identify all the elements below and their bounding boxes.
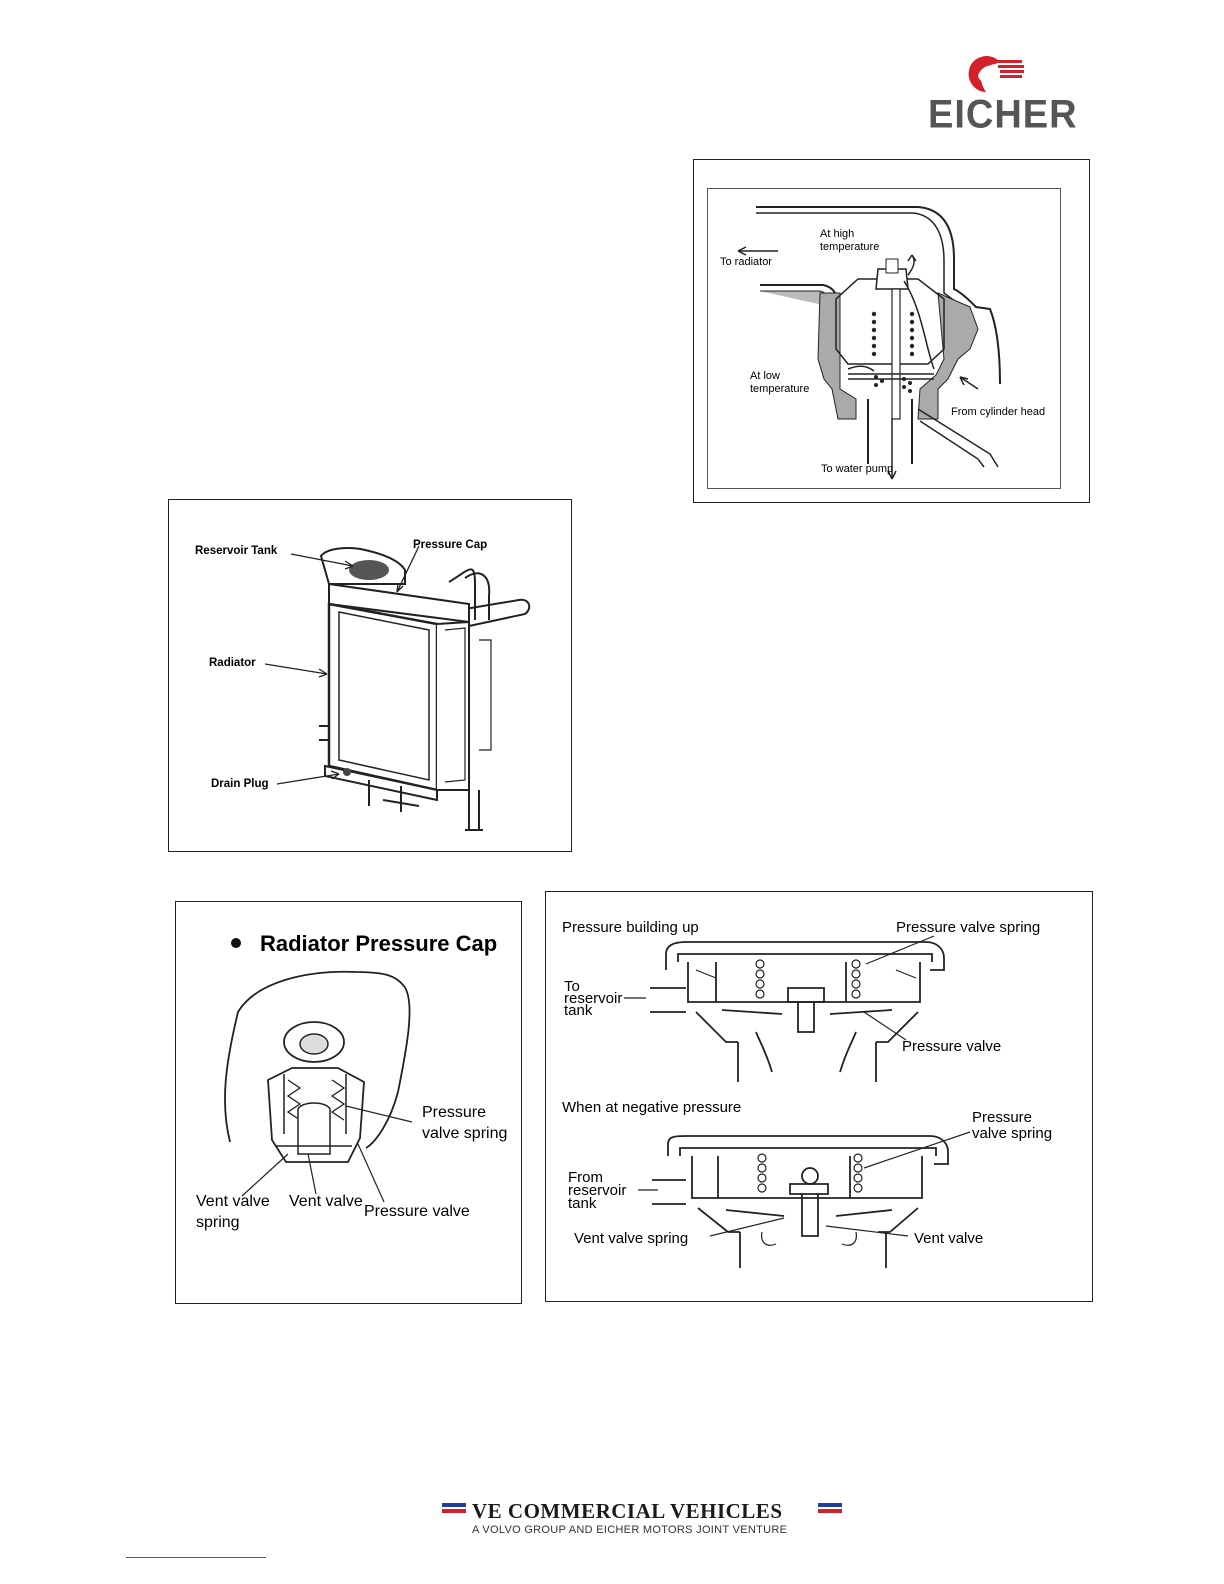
bullet-icon [231,938,241,948]
top-to-label-3: tank [564,1002,593,1019]
drain-plug-label: Drain Plug [211,778,269,790]
bottom-vent-valve-label: Vent valve [914,1230,983,1247]
bottom-pressure-valve-spring-label-2: valve spring [972,1125,1052,1142]
negative-pressure-heading: When at negative pressure [562,1099,741,1116]
logo-text: EICHER [928,92,1078,138]
at-low-temp-label-1: At low [750,370,780,382]
top-pressure-valve-spring-label: Pressure valve spring [896,919,1040,936]
top-to-label-2: reservoir [564,990,622,1007]
footer-brand: VE COMMERCIAL VEHICLES [472,1499,783,1523]
to-radiator-label: To radiator [720,256,772,268]
pressure-valve-spring-label-1: Pressure [422,1104,486,1121]
radiator-figure: Reservoir Tank Pressure Cap Radiator Dra… [168,499,572,852]
footer-tagline: A VOLVO GROUP AND EICHER MOTORS JOINT VE… [472,1524,788,1536]
from-cylinder-head-label: From cylinder head [951,406,1045,418]
thermostat-figure: To radiator At high temperature At low t… [693,159,1090,503]
vent-valve-label: Vent valve [289,1193,363,1210]
radiator-label: Radiator [209,657,256,669]
at-high-temp-label-1: At high [820,228,854,240]
flag-right-icon [818,1503,842,1517]
flag-left-icon [442,1503,466,1517]
cap-operation-drawing: Pressure building up Pressure valve spri… [562,919,1052,1268]
bottom-vent-valve-spring-label: Vent valve spring [574,1230,688,1247]
eicher-horse-emblem-icon [968,56,1024,92]
pressure-valve-label: Pressure valve [364,1203,470,1220]
thermostat-drawing: To radiator At high temperature At low t… [720,206,1045,480]
reservoir-tank-label: Reservoir Tank [195,545,278,557]
pressure-building-heading: Pressure building up [562,919,699,936]
cap-operation-figure: Pressure building up Pressure valve spri… [545,891,1093,1302]
pressure-cap-drawing: Radiator Pressure Cap Pressure valve spr… [196,931,507,1231]
radiator-drawing: Reservoir Tank Pressure Cap Radiator Dra… [195,539,531,831]
footnote-separator [126,1557,266,1558]
bottom-pressure-valve-spring-label-1: Pressure [972,1109,1032,1126]
vent-valve-spring-label-1: Vent valve [196,1193,270,1210]
top-to-label-1: To [564,978,580,995]
at-high-temp-label-2: temperature [820,241,879,253]
cap-bottom-drawing [652,1135,949,1268]
vent-valve-spring-label-2: spring [196,1214,240,1231]
to-water-pump-label: To water pump [821,463,893,475]
bottom-from-label-3: tank [568,1195,597,1212]
cap-top-drawing [650,941,945,1082]
pressure-cap-label: Pressure Cap [413,539,487,551]
pressure-valve-spring-label-2: valve spring [422,1125,507,1142]
thermostat-inner-frame: To radiator At high temperature At low t… [707,188,1061,489]
at-low-temp-label-2: temperature [750,383,809,395]
top-pressure-valve-label: Pressure valve [902,1038,1001,1055]
bottom-from-label-2: reservoir [568,1182,626,1199]
pressure-cap-figure: Radiator Pressure Cap Pressure valve spr… [175,901,522,1304]
pressure-cap-title: Radiator Pressure Cap [260,931,497,956]
bottom-from-label-1: From [568,1169,603,1186]
